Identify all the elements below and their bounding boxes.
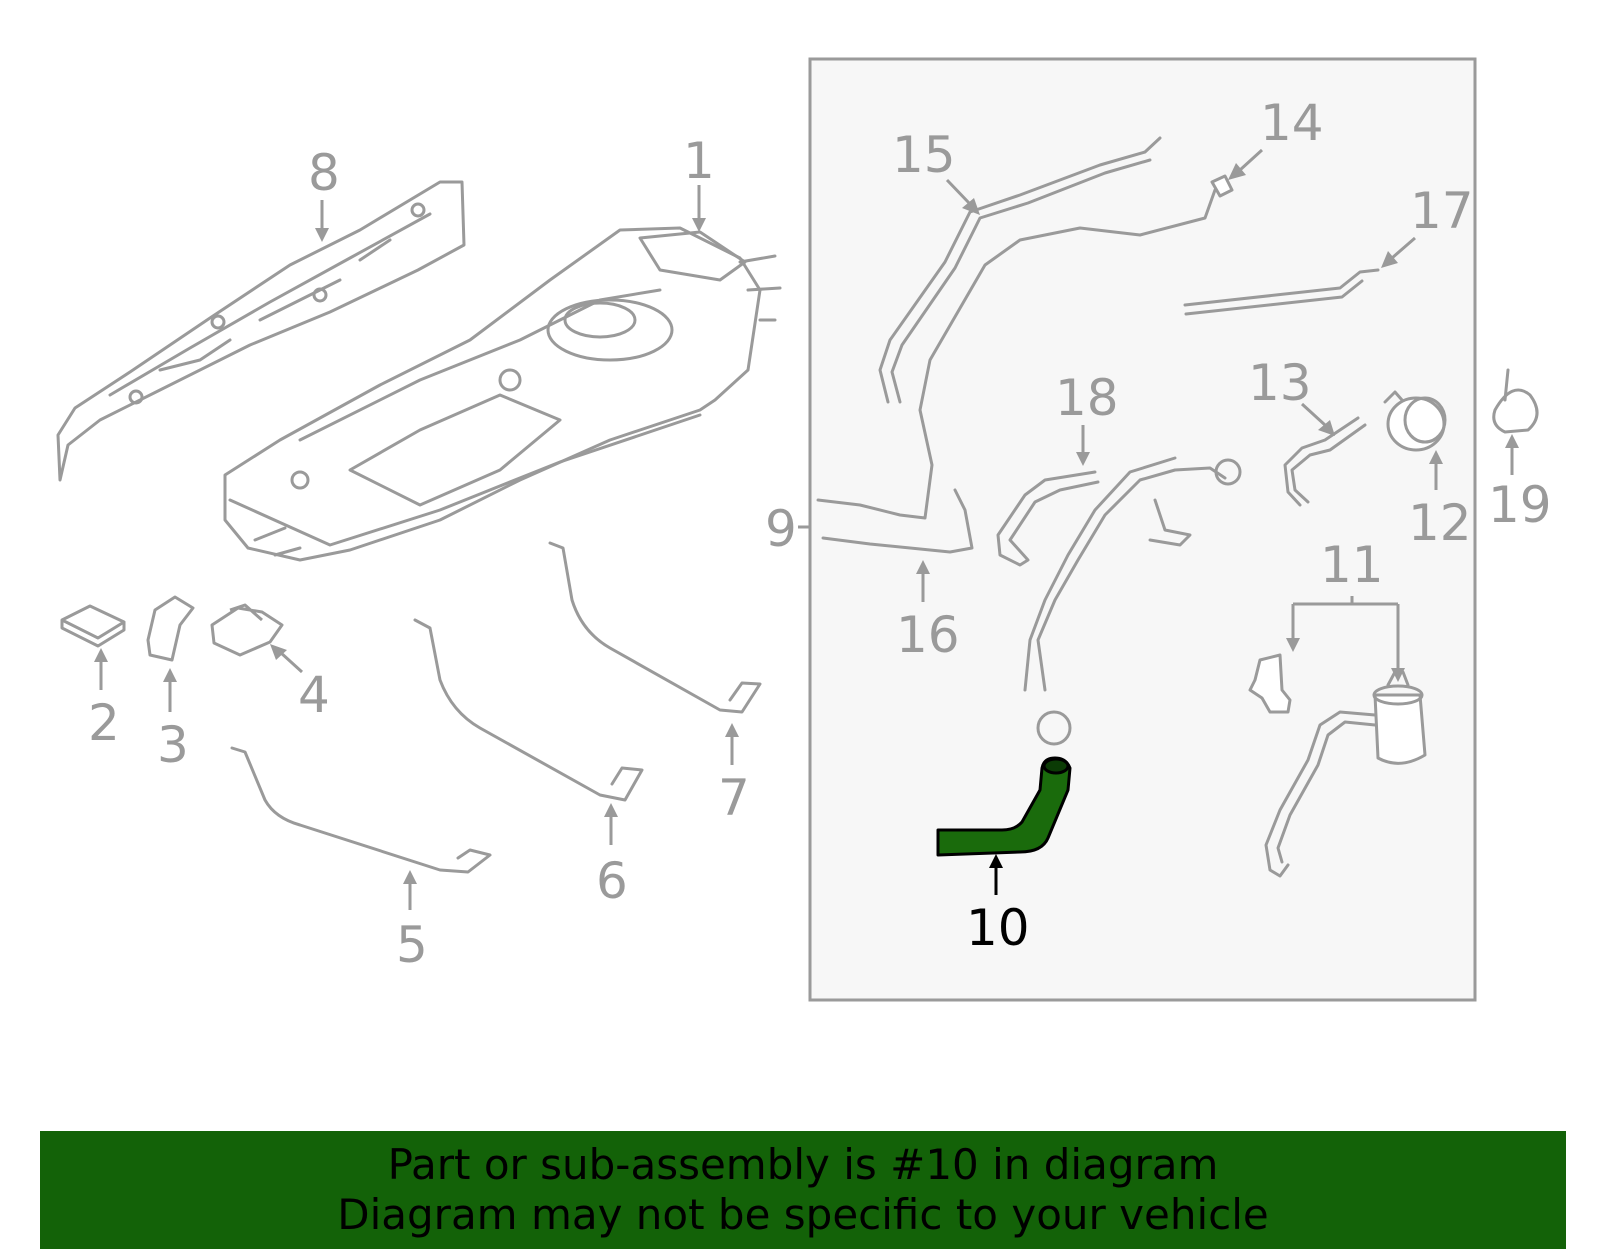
part-15-vent-tube[interactable]	[878, 136, 1162, 404]
callout-1: 1	[683, 132, 715, 190]
callout-19: 19	[1488, 476, 1552, 534]
part-4-clip[interactable]	[210, 603, 284, 657]
part-10-hose-end	[1042, 757, 1070, 775]
part-8-heat-shield[interactable]	[56, 180, 466, 482]
inset-box-group-9	[808, 57, 1477, 1002]
callout-labels: 1 8 2 3 4 5 6 7 9 10 11 12 13 14 15 16 1…	[88, 94, 1552, 974]
part-13-hose[interactable]	[1283, 416, 1367, 507]
part-12-cap[interactable]	[1383, 390, 1447, 452]
part-16-tube[interactable]	[816, 188, 1217, 520]
filler-neck-opening	[1214, 458, 1242, 486]
callout-13: 13	[1248, 354, 1312, 412]
part-17-tube-edge	[1184, 279, 1364, 316]
callout-7: 7	[718, 769, 750, 827]
part-11-valve-canister[interactable]	[1248, 653, 1427, 878]
callout-15: 15	[892, 126, 956, 184]
callout-12: 12	[1408, 494, 1472, 552]
part-7-strap[interactable]	[548, 541, 762, 714]
part-16-tube-lower	[821, 488, 974, 554]
callout-11: 11	[1320, 536, 1384, 594]
part-1-fuel-tank[interactable]	[223, 226, 782, 562]
callout-6: 6	[596, 852, 628, 910]
leader-arrows	[94, 148, 1519, 910]
part-2-pad[interactable]	[60, 604, 126, 648]
part-19-gas-cap[interactable]	[1492, 368, 1539, 434]
filler-neck[interactable]	[1023, 456, 1227, 692]
info-banner: Part or sub-assembly is #10 in diagram D…	[40, 1131, 1566, 1249]
callout-8: 8	[308, 144, 340, 202]
callout-16: 16	[896, 606, 960, 664]
banner-line-2: Diagram may not be specific to your vehi…	[337, 1190, 1269, 1239]
part-15-vent-tube-inner	[890, 158, 1152, 404]
part-18-hose[interactable]	[996, 470, 1100, 567]
callout-4: 4	[298, 666, 330, 724]
callout-14: 14	[1260, 94, 1324, 152]
callout-5: 5	[396, 916, 428, 974]
callout-17: 17	[1410, 182, 1474, 240]
filler-neck-bracket	[1148, 498, 1192, 547]
part-5-strap[interactable]	[230, 746, 492, 874]
callout-18: 18	[1055, 369, 1119, 427]
part-14-connector[interactable]	[1210, 174, 1234, 198]
part-17-tube[interactable]	[1183, 268, 1380, 307]
callout-2: 2	[88, 694, 120, 752]
part-3-bracket[interactable]	[146, 595, 195, 662]
seal-ring[interactable]	[1036, 710, 1072, 746]
callout-3: 3	[157, 716, 189, 774]
part-6-strap[interactable]	[413, 618, 644, 802]
banner-line-1: Part or sub-assembly is #10 in diagram	[387, 1140, 1219, 1189]
callout-10: 10	[966, 899, 1030, 957]
callout-9: 9	[765, 500, 797, 558]
